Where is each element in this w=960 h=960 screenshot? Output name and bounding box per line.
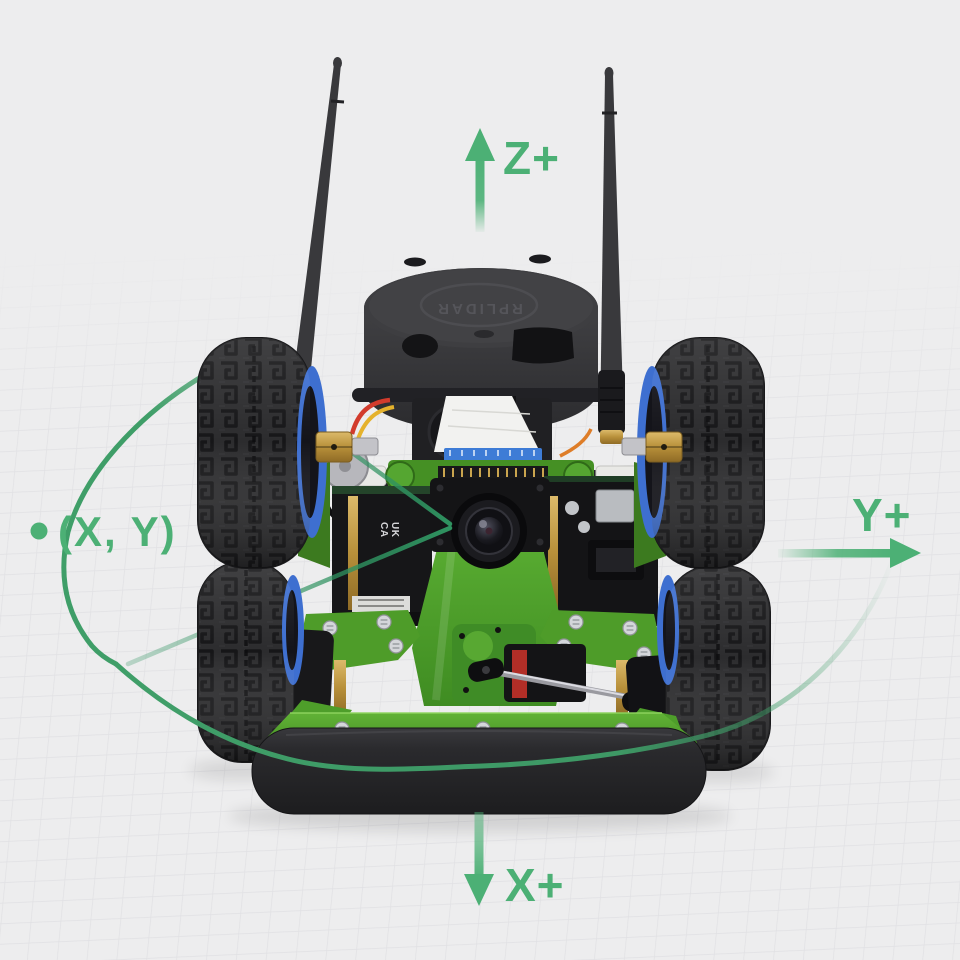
trajectory-arc-front	[113, 553, 897, 772]
z-axis-arrow	[465, 128, 495, 232]
lidar-ring	[419, 282, 539, 328]
antenna-right	[600, 67, 624, 428]
robot-body: RPLIDAR	[286, 57, 677, 737]
z-axis-label: Z+	[503, 132, 560, 184]
y-axis-arrow	[778, 538, 921, 568]
axle-coupler-right	[621, 431, 683, 463]
lidar-window-right	[512, 327, 574, 364]
axle-coupler-left	[315, 431, 379, 463]
x-axis-arrow	[464, 812, 494, 906]
wheel-front-right	[621, 337, 765, 569]
camera-lens	[451, 493, 527, 569]
board-marking: UK CA	[378, 522, 400, 541]
antenna-connector	[598, 370, 625, 444]
x-axis-label: X+	[505, 859, 565, 911]
lidar-window-left	[402, 334, 438, 358]
origin-label: (X, Y)	[58, 508, 177, 555]
foam-bumper	[251, 727, 707, 815]
wheels	[197, 337, 771, 771]
antenna-left	[288, 57, 345, 420]
camera-ribbon-cable	[434, 396, 542, 466]
axis-annotations: Z+ Y+ X+ (X, Y)	[30, 128, 921, 911]
origin-dot	[30, 522, 48, 540]
camera-module	[430, 478, 550, 569]
y-axis-label: Y+	[852, 489, 912, 541]
lidar-brand-label: RPLIDAR	[435, 300, 523, 317]
wheel-front-left	[197, 337, 379, 569]
wheel-rear-left	[197, 561, 304, 763]
wheel-rear-right	[657, 565, 771, 771]
trajectory-arc-back	[61, 361, 227, 667]
